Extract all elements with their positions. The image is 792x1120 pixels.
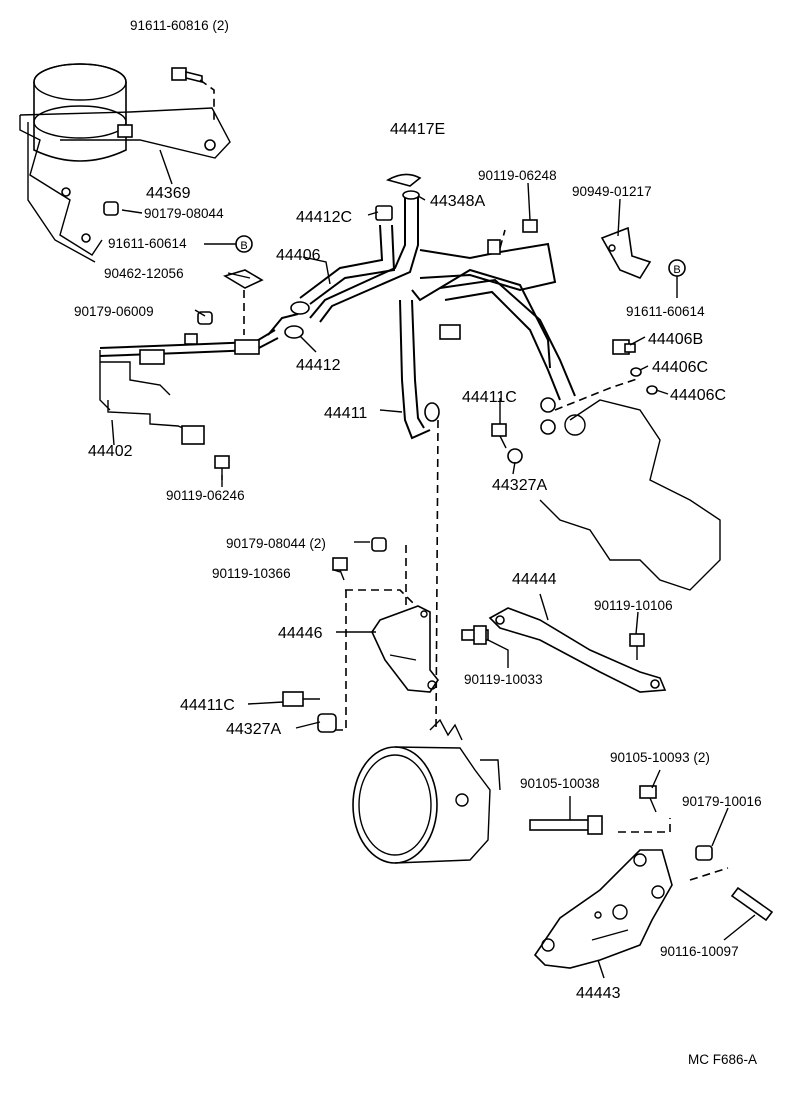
- part-label-90105-10093: 90105-10093 (2): [610, 750, 710, 765]
- part-label-44348A: 44348A: [430, 193, 485, 210]
- leader-dash: [689, 867, 729, 881]
- bracket-drawing: [371, 605, 439, 693]
- bolt-icon: [629, 633, 645, 660]
- bolt-icon: [332, 557, 348, 581]
- part-label-44327A: 44327A: [226, 721, 281, 738]
- part-label-44406: 44406: [276, 247, 321, 264]
- part-label-44446: 44446: [278, 625, 323, 642]
- nut-icon: [507, 448, 523, 464]
- svg-text:B: B: [673, 264, 680, 276]
- part-label-44412C: 44412C: [296, 209, 352, 226]
- part-label-44444: 44444: [512, 571, 557, 588]
- part-label-44402: 44402: [88, 443, 133, 460]
- b-badge: B: [235, 235, 253, 253]
- gasket-icon: [630, 367, 642, 377]
- b-badge: B: [668, 259, 686, 277]
- label-leaders: [111, 149, 756, 979]
- part-label-91611-60816: 91611-60816 (2): [130, 18, 229, 33]
- part-label-91611-60614: 91611-60614: [626, 304, 705, 319]
- part-label-44411C: 44411C: [462, 389, 517, 406]
- leader-dash: [199, 79, 215, 120]
- svg-text:B: B: [240, 240, 247, 252]
- gasket-icon: [646, 385, 658, 395]
- pressure-hose-drawing: [399, 229, 576, 440]
- part-label-44412: 44412: [296, 357, 341, 374]
- steering-gear-outline: [539, 399, 721, 591]
- pump-bracket-drawing: [533, 849, 673, 969]
- part-label-90179-08044: 90179-08044: [144, 206, 224, 221]
- nut-icon: [371, 537, 387, 552]
- part-label-91611-60614: 91611-60614: [108, 236, 187, 251]
- part-label-44443: 44443: [576, 985, 621, 1002]
- part-label-44406C: 44406C: [670, 387, 726, 404]
- leader-dash: [618, 818, 671, 833]
- bolt-icon: [639, 785, 657, 813]
- stud-bolt-icon: [730, 886, 774, 922]
- nut-icon: [695, 845, 713, 861]
- part-label-90119-10106: 90119-10106: [594, 598, 673, 613]
- part-label-44406C: 44406C: [652, 359, 708, 376]
- spacer-icon: [317, 713, 337, 733]
- part-label-44369: 44369: [146, 185, 191, 202]
- bolt-icon: [184, 333, 198, 345]
- part-label-90179-06009: 90179-06009: [74, 304, 154, 319]
- bolt-icon: [529, 815, 603, 835]
- diagram-code: MC F686-A: [688, 1052, 757, 1067]
- bolt-icon: [282, 691, 320, 707]
- bolt-icon: [171, 67, 203, 84]
- part-label-44411C: 44411C: [180, 697, 235, 714]
- part-label-90119-06246: 90119-06246: [166, 488, 245, 503]
- return-hose-drawing: [284, 173, 422, 339]
- reservoir-tank-drawing: [19, 63, 231, 263]
- part-label-44406B: 44406B: [648, 331, 703, 348]
- pressure-tube-assembly-drawing: [99, 269, 299, 445]
- part-label-90119-10366: 90119-10366: [212, 566, 291, 581]
- leader-dash: [336, 590, 347, 731]
- bolt-icon: [522, 219, 538, 233]
- nut-icon: [197, 311, 213, 325]
- leader-dash: [345, 589, 421, 611]
- adjusting-bar-drawing: [488, 607, 667, 693]
- nut-icon: [103, 201, 119, 216]
- part-label-90119-06248: 90119-06248: [478, 168, 557, 183]
- part-label-90949-01217: 90949-01217: [572, 184, 652, 199]
- part-label-44417E: 44417E: [390, 121, 445, 138]
- union-bolt-icon: [612, 339, 636, 355]
- part-label-90462-12056: 90462-12056: [104, 266, 184, 281]
- part-label-90179-10016: 90179-10016: [682, 794, 762, 809]
- vane-pump-drawing: [352, 718, 501, 864]
- part-label-90119-10033: 90119-10033: [464, 672, 543, 687]
- bolt-icon: [491, 423, 507, 449]
- part-label-90179-08044: 90179-08044 (2): [226, 536, 326, 551]
- part-label-44327A: 44327A: [492, 477, 547, 494]
- bolt-icon: [461, 625, 489, 645]
- clamp-icon: [600, 226, 652, 279]
- part-label-90116-10097: 90116-10097: [660, 944, 739, 959]
- part-label-90105-10038: 90105-10038: [520, 776, 600, 791]
- part-label-44411: 44411: [324, 405, 367, 422]
- leader-dash: [554, 377, 641, 411]
